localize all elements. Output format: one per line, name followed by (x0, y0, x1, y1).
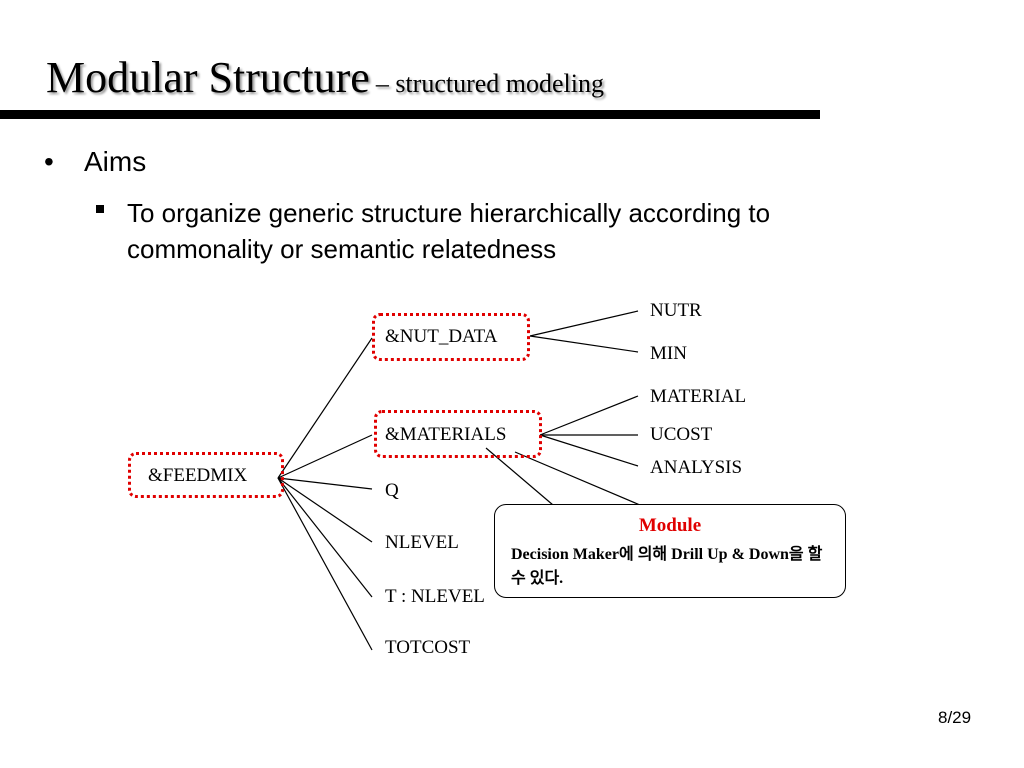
square-bullet-icon (96, 205, 104, 213)
edge-feedmix-materials (277, 434, 373, 479)
node-totcost: TOTCOST (385, 637, 471, 658)
highlight-nut-data (372, 313, 530, 361)
highlight-materials (374, 410, 542, 458)
edge-feedmix-nlevel (277, 477, 373, 543)
bullet-dot-icon: • (44, 146, 54, 177)
edge-feedmix-t-nlevel (277, 477, 373, 598)
callout-title: Module (638, 515, 702, 536)
node-nutr: NUTR (650, 300, 702, 321)
edge-feedmix-q (277, 477, 373, 490)
node-ucost: UCOST (650, 424, 713, 445)
sub-bullet-text: To organize generic structure hierarchic… (127, 198, 771, 264)
edge-nut-data-min (529, 335, 639, 353)
edge-feedmix-totcost (277, 477, 373, 651)
node-feedmix: &FEEDMIX (148, 465, 248, 486)
node-min: MIN (650, 343, 687, 364)
node-q: Q (385, 480, 399, 501)
highlight-feedmix (128, 452, 284, 498)
module-callout: Module Decision Maker에 의해 Drill Up & Dow… (494, 504, 846, 598)
node-materials: &MATERIALS (385, 424, 507, 445)
bullet-text: Aims (84, 146, 147, 177)
edge-feedmix-nut-data (277, 337, 373, 479)
callout-pointer-right (514, 451, 641, 506)
edge-materials-material (539, 395, 639, 436)
title-underline (0, 110, 820, 119)
node-nlevel: NLEVEL (385, 532, 459, 553)
edge-materials-analysis (539, 434, 639, 467)
slide-title: Modular Structure– structured modeling (46, 52, 604, 103)
page-number: 8/29 (938, 708, 972, 727)
edge-nut-data-nutr (529, 310, 639, 337)
node-t-nlevel: T : NLEVEL (385, 586, 485, 607)
node-material: MATERIAL (650, 386, 747, 407)
title-main: Modular Structure (46, 53, 370, 102)
node-analysis: ANALYSIS (650, 457, 743, 478)
node-nut-data: &NUT_DATA (385, 326, 498, 347)
title-subtitle: – structured modeling (375, 69, 604, 98)
callout-body: Decision Maker에 의해 Drill Up & Down을 할 수 … (511, 546, 823, 587)
